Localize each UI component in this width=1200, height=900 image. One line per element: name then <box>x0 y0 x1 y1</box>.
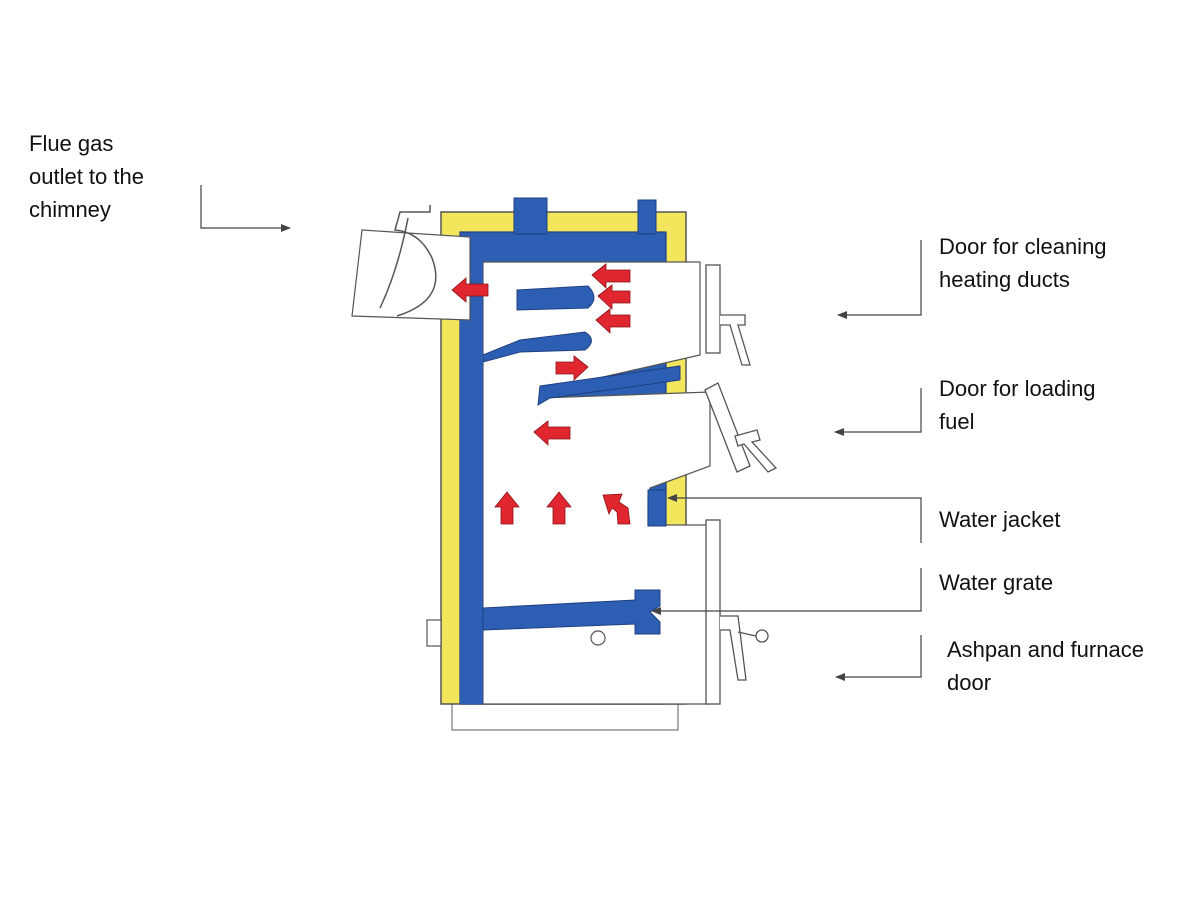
red-arrow-icon <box>555 355 589 381</box>
flow-arrows <box>451 263 631 525</box>
leader-lines <box>200 185 922 681</box>
flue-outlet-pipe <box>351 229 471 321</box>
cleaning-door-handle <box>720 314 751 366</box>
water-grate <box>482 589 661 635</box>
red-arrow-icon <box>494 491 520 525</box>
flue-damper <box>394 205 437 317</box>
red-arrow-icon <box>595 308 631 334</box>
label-water-jacket: Water jacket <box>939 507 1061 532</box>
label-loading-door: Door for loading fuel <box>939 376 1096 434</box>
red-arrow-icon <box>546 491 572 525</box>
red-arrow-icon <box>533 420 571 446</box>
red-arrow-icon <box>602 493 631 525</box>
red-arrow-icon <box>597 284 631 310</box>
ashpan-hole <box>590 630 606 646</box>
side-connector <box>426 619 442 647</box>
top-pipe-right <box>637 199 657 235</box>
label-ashpan-door: Ashpan and furnace door <box>947 637 1144 695</box>
leader-water-grate <box>651 568 922 615</box>
upper-baffle <box>482 331 592 363</box>
ashpan-door <box>705 519 721 705</box>
label-water-grate: Water grate <box>939 570 1054 595</box>
center-water-tube <box>516 285 595 311</box>
leader-water-jacket <box>667 494 922 543</box>
red-arrow-icon <box>591 263 631 289</box>
loading-door <box>704 382 751 473</box>
loading-door-handle <box>734 429 778 473</box>
top-pipe-left <box>513 197 548 235</box>
leader-loading-door <box>834 388 922 436</box>
ashpan-door-handle <box>720 615 747 681</box>
water-jacket-right-block <box>647 489 667 527</box>
middle-baffle <box>537 365 681 406</box>
label-cleaning-door: Door for cleaning heating ducts <box>939 234 1107 292</box>
leader-flue-gas <box>200 185 291 232</box>
leader-cleaning-door <box>837 240 922 319</box>
left-water-wall <box>460 262 483 704</box>
cleaning-door <box>705 264 721 354</box>
red-arrow-icon <box>451 277 489 303</box>
leader-ashpan-door <box>835 635 922 681</box>
boiler-base <box>451 702 679 731</box>
label-flue-gas: Flue gas outlet to the chimney <box>29 131 144 222</box>
